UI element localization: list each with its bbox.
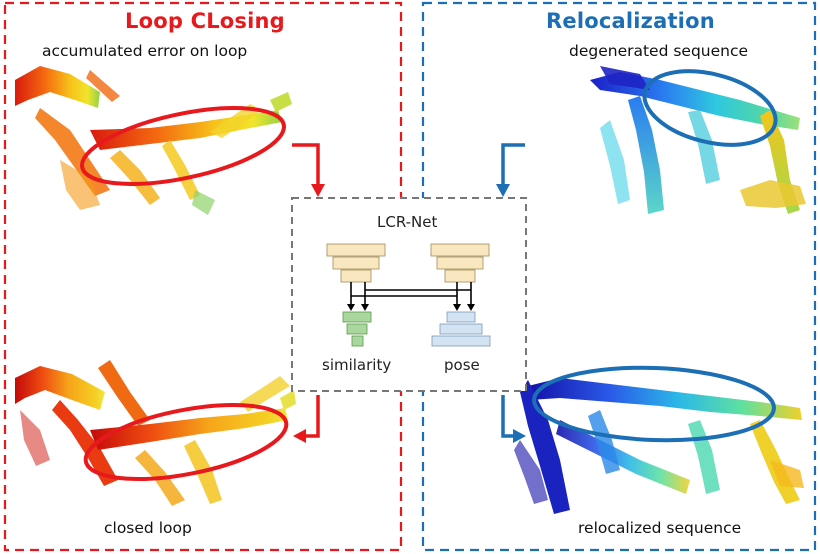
blue-arrow-bottom [501, 395, 515, 438]
relocalized-ellipse [532, 365, 776, 443]
closed-loop-ellipse [83, 403, 289, 481]
blue-arrowhead-top [496, 184, 510, 197]
red-arrow-bottom [304, 395, 320, 438]
relocalization-panel-border [421, 1, 817, 552]
loop-closing-title: Loop CLosing [125, 9, 285, 33]
error-loop-ellipse [80, 106, 286, 186]
red-arrowhead-top [311, 184, 325, 197]
accumulated-error-caption: accumulated error on loop [42, 42, 248, 60]
degenerated-caption: degenerated sequence [569, 42, 749, 60]
lcr-net-box [291, 197, 527, 392]
point-cloud-closed-loop [15, 360, 296, 506]
degenerated-ellipse [642, 69, 778, 147]
similarity-label: similarity [322, 356, 392, 374]
lcr-net-title: LCR-Net [377, 213, 438, 231]
network-arrows [350, 282, 472, 306]
right-encoder-pyramid [430, 243, 490, 283]
point-cloud-degenerated [590, 66, 806, 214]
point-cloud-relocalized [514, 378, 804, 514]
pose-head [431, 311, 491, 347]
left-encoder-pyramid [326, 243, 386, 283]
blue-arrowhead-bottom [513, 429, 526, 443]
red-arrowhead-bottom [293, 429, 306, 443]
pose-label: pose [444, 356, 480, 374]
loop-closing-panel-border [3, 1, 403, 552]
network-arrowheads [347, 304, 475, 311]
blue-arrow-top [501, 143, 525, 186]
red-arrow-top [292, 143, 320, 186]
similarity-head [342, 311, 372, 347]
closed-loop-caption: closed loop [104, 519, 192, 537]
relocalization-title: Relocalization [546, 9, 715, 33]
point-cloud-accumulated-error [15, 66, 292, 215]
relocalized-caption: relocalized sequence [578, 519, 742, 537]
